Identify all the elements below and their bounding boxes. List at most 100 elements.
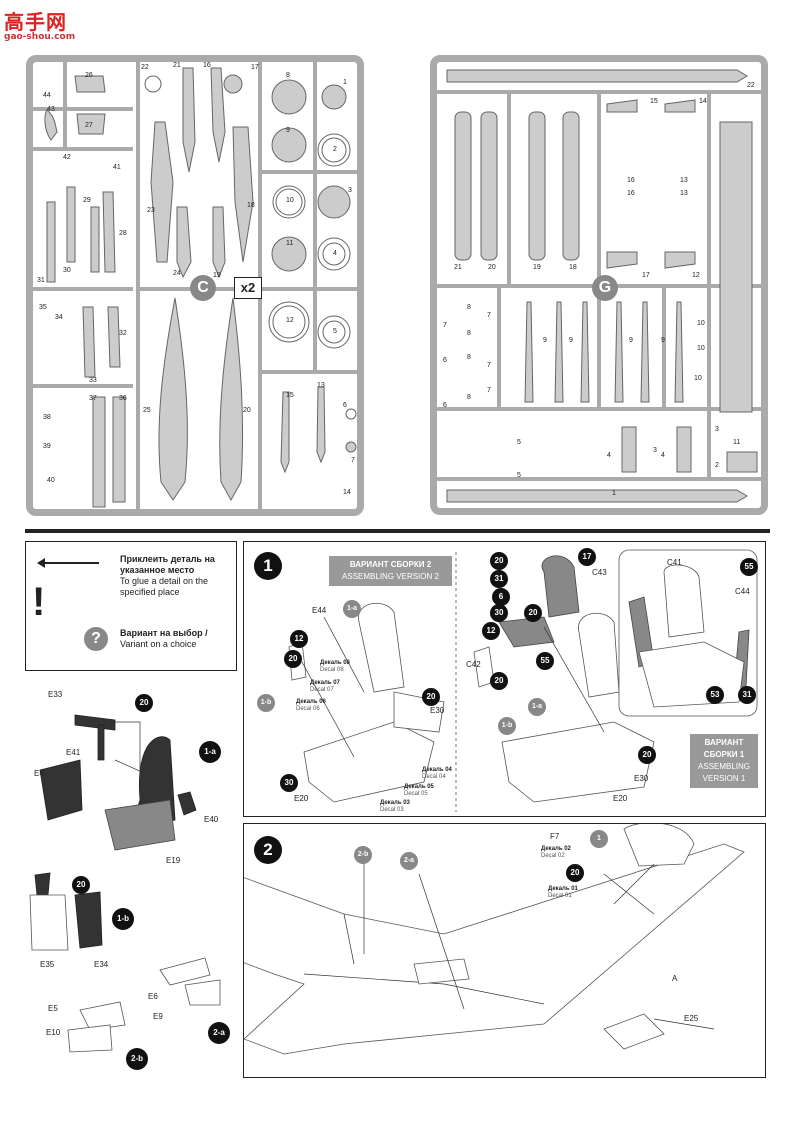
s1-badge-12: 12 (290, 630, 308, 648)
s1-badge-f6: 6 (492, 588, 510, 606)
sprue-g-drawing (437, 69, 761, 503)
step-2-drawing (244, 824, 745, 1055)
label-e30b: E30 (634, 774, 649, 783)
label-e44: E44 (312, 606, 327, 615)
watermark-title: 高手网 (4, 10, 67, 34)
label-e6: E6 (148, 992, 158, 1001)
decal-03: Декаль 03 Decal 03 (380, 800, 410, 814)
sprue-g: 22 15 14 16 16 13 13 17 12 21 20 19 18 1… (430, 55, 768, 515)
s1-badge-f55: 55 (536, 652, 554, 670)
label-e35: E35 (40, 960, 55, 969)
label-e40: E40 (204, 815, 219, 824)
decal-07-ru: Декаль 07 (310, 680, 340, 686)
s1-badge-f20: 20 (490, 552, 508, 570)
variant-1-banner: ВАРИАНТ СБОРКИ 1 ASSEMBLING VERSION 1 (690, 734, 758, 788)
variant-1-en-a: ASSEMBLING (697, 762, 750, 771)
s1-badge-20a: 20 (284, 650, 302, 668)
s1-badge-v53: 53 (706, 686, 724, 704)
label-e9: E9 (153, 1012, 163, 1021)
left-sub-1b: 1-b (112, 908, 134, 930)
step-2-sub-2a: 2-a (400, 852, 418, 870)
left-sub-2a: 2-a (208, 1022, 230, 1044)
decal-06: Декаль 06 Decal 06 (296, 699, 326, 713)
label-c42: C42 (466, 660, 481, 669)
decal-06-en: Decal 06 (296, 706, 320, 712)
legend-variant-ru: Вариант на выбор / (120, 628, 208, 638)
variant-2-banner: ВАРИАНТ СБОРКИ 2 ASSEMBLING VERSION 2 (329, 556, 452, 586)
step-1-number: 1 (254, 552, 282, 580)
s1-badge-f20c: 20 (490, 672, 508, 690)
watermark-url: gao-shou.com (4, 32, 76, 42)
label-e4: E4 (34, 769, 44, 778)
decal-02-en: Decal 02 (541, 853, 565, 859)
label-a: A (672, 974, 678, 983)
s1-badge-f20d: 20 (638, 746, 656, 764)
legend-box: Приклеить деталь на указанное место To g… (25, 541, 237, 671)
decal-05: Декаль 05 Decal 05 (404, 784, 434, 798)
s1-badge-v55: 55 (740, 558, 758, 576)
decal-05-en: Decal 05 (404, 791, 428, 797)
left-sub-1a: 1-a (199, 741, 221, 763)
decal-01-en: Decal 01 (548, 893, 572, 899)
step-1-sub-1b-left: 1-b (257, 694, 275, 712)
s1-badge-f17: 17 (578, 548, 596, 566)
left-badge-20b: 20 (72, 876, 90, 894)
legend-glue-ru: Приклеить деталь на указанное место (120, 554, 215, 575)
label-e30: E30 (430, 706, 445, 715)
label-e41: E41 (66, 748, 81, 757)
left-subassemblies-drawing (29, 714, 221, 1053)
label-e25: E25 (684, 1014, 699, 1023)
label-c43: C43 (592, 568, 607, 577)
decal-04: Декаль 04 Decal 04 (422, 767, 452, 781)
sprue-c-drawing (33, 62, 357, 509)
sprue-c-multiplier: x2 (234, 277, 262, 299)
legend-variant-en: Variant on a choice (120, 639, 197, 649)
label-e20: E20 (294, 794, 309, 803)
variant-1-ru-b: СБОРКИ 1 (703, 750, 745, 759)
watermark: 高手网 gao-shou.com (4, 6, 75, 42)
glue-arrow-icon (37, 558, 99, 568)
sprue-c-letter: C (190, 275, 216, 301)
decal-08: Декаль 08 Decal 08 (320, 660, 350, 674)
decal-07-en: Decal 07 (310, 687, 334, 693)
decal-03-ru: Декаль 03 (380, 800, 410, 806)
question-icon: ? (84, 627, 108, 651)
step-1-sub-1a-right: 1-a (528, 698, 546, 716)
label-e19: E19 (166, 856, 181, 865)
label-c41: C41 (667, 558, 682, 567)
decal-02-ru: Декаль 02 (541, 846, 571, 852)
decal-04-ru: Декаль 04 (422, 767, 452, 773)
s1-badge-30: 30 (280, 774, 298, 792)
decal-01-ru: Декаль 01 (548, 886, 578, 892)
s1-badge-f12: 12 (482, 622, 500, 640)
step-2-panel: 2 2-b 2-a 1 F7 A E25 Декаль 02 Decal 02 … (243, 823, 766, 1078)
variant-2-en: ASSEMBLING VERSION 2 (342, 572, 439, 581)
label-e33: E33 (48, 690, 63, 699)
decal-06-ru: Декаль 06 (296, 699, 326, 705)
label-e34: E34 (94, 960, 109, 969)
decal-07: Декаль 07 Decal 07 (310, 680, 340, 694)
s1-badge-f30: 30 (490, 604, 508, 622)
sprue-c: 8 1 17 16 21 22 9 2 10 3 11 4 12 5 23 24… (26, 55, 364, 516)
label-e20b: E20 (613, 794, 628, 803)
decal-05-ru: Декаль 05 (404, 784, 434, 790)
step-2-number: 2 (254, 836, 282, 864)
step-1-sub-1b-right: 1-b (498, 717, 516, 735)
variant-1-ru-a: ВАРИАНТ (704, 738, 744, 747)
s1-badge-20b: 20 (422, 688, 440, 706)
s1-badge-v31: 31 (738, 686, 756, 704)
step-1-sub-1a-left: 1-a (343, 600, 361, 618)
label-e5: E5 (48, 1004, 58, 1013)
decal-02: Декаль 02 Decal 02 (541, 846, 571, 860)
label-e10: E10 (46, 1028, 61, 1037)
decal-04-en: Decal 04 (422, 774, 446, 780)
step-2-sub-2b: 2-b (354, 846, 372, 864)
step-1-panel: 1 ВАРИАНТ СБОРКИ 2 ASSEMBLING VERSION 2 … (243, 541, 766, 817)
decal-01: Декаль 01 Decal 01 (548, 886, 578, 900)
sprue-g-letter: G (592, 275, 618, 301)
exclamation-icon: ! (32, 580, 46, 624)
variant-2-ru: ВАРИАНТ СБОРКИ 2 (349, 560, 432, 569)
step-2-sub-1: 1 (590, 830, 608, 848)
s1-badge-f31: 31 (490, 570, 508, 588)
legend-glue-en: To glue a detail on the specified place (120, 576, 209, 597)
